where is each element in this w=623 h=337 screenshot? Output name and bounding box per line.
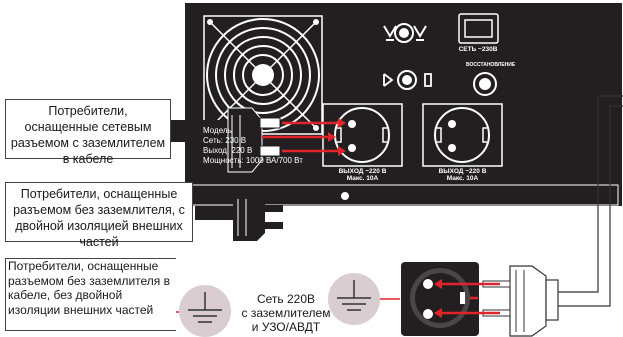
reset-button[interactable]	[473, 72, 497, 96]
power-cable	[558, 95, 623, 293]
network-line2: с заземлителем	[241, 306, 331, 320]
outlet-2-label: ВЫХОД ~220 В Макс. 10А	[423, 168, 502, 182]
double-insulated-plug-icon	[195, 193, 283, 241]
ground-symbol-icon	[328, 273, 380, 325]
socket-arrows	[434, 279, 500, 318]
network-label: Сеть 220В с заземлителем и УЗО/АВДТ	[234, 292, 338, 334]
callout-grounded-consumers: Потребители, оснащенные сетевым разъемом…	[5, 99, 171, 166]
outlet-2-line2: Макс. 10А	[446, 175, 479, 182]
network-line3: и УЗО/АВДТ	[251, 320, 321, 334]
outlet-1-line1: ВЫХОД ~220 В	[338, 168, 387, 175]
output-outlet-2	[422, 103, 503, 167]
outlet-1-line2: Макс. 10А	[346, 175, 379, 182]
power-socket-icon	[401, 262, 479, 336]
device-specs: Модель Сеть: 230 В Выход: 220 В Мощность…	[203, 126, 321, 166]
power-plug-icon	[482, 265, 559, 337]
grounded-plug-icon	[170, 107, 281, 173]
power-inlet-icon	[458, 13, 499, 44]
output-outlet-1	[322, 103, 403, 167]
network-line1: Сеть 220В	[256, 292, 316, 306]
reset-label: ВОССТАНОВЛЕНИЕ	[466, 62, 516, 68]
plug-arrows	[262, 118, 346, 156]
spec-line: Сеть: 230 В	[203, 136, 247, 145]
ground-screw-icon	[341, 192, 349, 200]
power-cable	[558, 105, 623, 307]
outlet-1-label: ВЫХОД ~220 В Макс. 10А	[323, 168, 402, 182]
spec-line: Мощность: 1000 ВА/700 Вт	[203, 156, 303, 165]
ground-symbol-icon	[179, 285, 231, 337]
outlet-2-line1: ВЫХОД ~220 В	[438, 168, 487, 175]
spec-line: Выход: 220 В	[203, 146, 253, 155]
power-inlet-label: СЕТЬ ~230В	[458, 46, 498, 53]
audio-ports-icon	[383, 70, 432, 90]
callout-double-insulated-consumers: Потребители, оснащенные разъемом без заз…	[5, 182, 193, 249]
rj45-ports-icon	[383, 23, 427, 43]
callout-no-ground-consumers: Потребители, оснащенные разъемом без заз…	[5, 258, 176, 331]
spec-line: Модель	[203, 126, 232, 135]
